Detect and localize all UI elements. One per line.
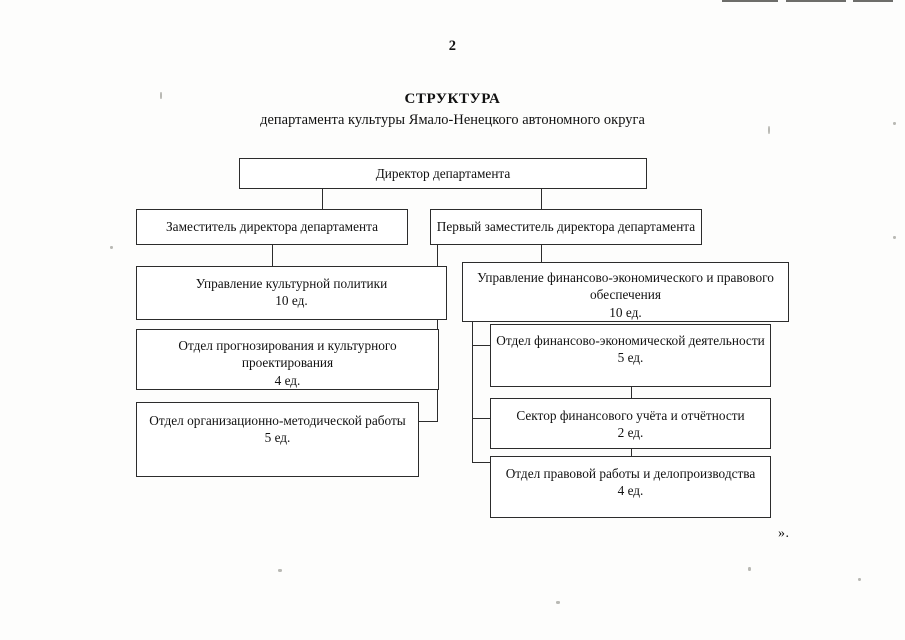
node-line: проектирования [241, 355, 334, 371]
scan-speckle [110, 246, 113, 249]
org-node-finance-department[interactable]: Управление финансово-экономического и пр… [462, 262, 789, 322]
node-line: Управление культурной политики [195, 276, 388, 291]
node-line: Первый заместитель директора департамент… [436, 219, 696, 235]
page-title: СТРУКТУРА [404, 91, 501, 107]
connector-deputy-culture [272, 245, 274, 266]
scan-speckle [278, 569, 282, 572]
page-subtitle: департамента культуры Ямало-Ненецкого ав… [260, 111, 645, 128]
org-node-financial-activity-division[interactable]: Отдел финансово-экономической деятельнос… [490, 324, 771, 387]
node-line: Отдел прогнозирования и культурного [178, 338, 397, 353]
node-staff-count: 2 ед. [617, 425, 644, 441]
connector-right-stub-accounting [472, 418, 491, 420]
org-node-forecast-division[interactable]: Отдел прогнозирования и культурного прое… [136, 329, 439, 390]
node-line: Директор департамента [375, 165, 511, 181]
org-node-deputy[interactable]: Заместитель директора департамента [136, 209, 408, 245]
node-line: Отдел финансово-экономической деятельнос… [496, 333, 765, 348]
node-line: Заместитель директора департамента [166, 219, 378, 235]
org-node-culture-department[interactable]: Управление культурной политики 10 ед. [136, 266, 447, 320]
node-staff-count: 10 ед. [275, 293, 308, 309]
connector-right-stub-legal [472, 462, 491, 464]
org-node-first-deputy[interactable]: Первый заместитель директора департамент… [430, 209, 702, 245]
node-line: обеспечения [590, 287, 661, 303]
scan-edge-mark [786, 0, 846, 2]
scan-speckle [748, 567, 751, 571]
node-staff-count: 5 ед. [264, 430, 291, 446]
node-line: Сектор финансового учёта и отчётности [516, 408, 745, 423]
node-line: Отдел правовой работы и делопроизводства [505, 466, 756, 481]
org-node-method-division[interactable]: Отдел организационно-методической работы… [136, 402, 419, 477]
node-line: Отдел организационно-методической работы [149, 413, 406, 428]
node-staff-count: 5 ед. [617, 350, 644, 366]
node-line: Управление финансово-экономического и пр… [477, 270, 774, 285]
org-node-financial-accounting-sector[interactable]: Сектор финансового учёта и отчётности 2 … [490, 398, 771, 449]
page-number: 2 [448, 38, 457, 54]
connector-left-stub-method [419, 421, 438, 423]
scan-speckle [556, 601, 560, 604]
closing-quote-mark: ». [778, 526, 790, 541]
org-node-legal-division[interactable]: Отдел правовой работы и делопроизводства… [490, 456, 771, 518]
connector-right-trunk [472, 322, 474, 463]
scan-edge-mark [853, 0, 893, 2]
org-node-director[interactable]: Директор департамента [239, 158, 647, 189]
connector-right-stub-fin-activity [472, 345, 491, 347]
node-staff-count: 4 ед. [617, 483, 644, 499]
connector-director-first-deputy [541, 189, 543, 209]
title-block: СТРУКТУРА департамента культуры Ямало-Не… [0, 90, 905, 129]
scan-speckle [893, 236, 896, 239]
connector-first-deputy-finance [541, 245, 543, 262]
connector-activity-accounting [631, 387, 633, 398]
node-staff-count: 4 ед. [274, 372, 301, 388]
connector-director-deputy [322, 189, 324, 209]
scan-speckle [858, 578, 861, 581]
node-staff-count: 10 ед. [609, 304, 642, 320]
connector-accounting-legal [631, 449, 633, 456]
scan-edge-mark [722, 0, 778, 2]
